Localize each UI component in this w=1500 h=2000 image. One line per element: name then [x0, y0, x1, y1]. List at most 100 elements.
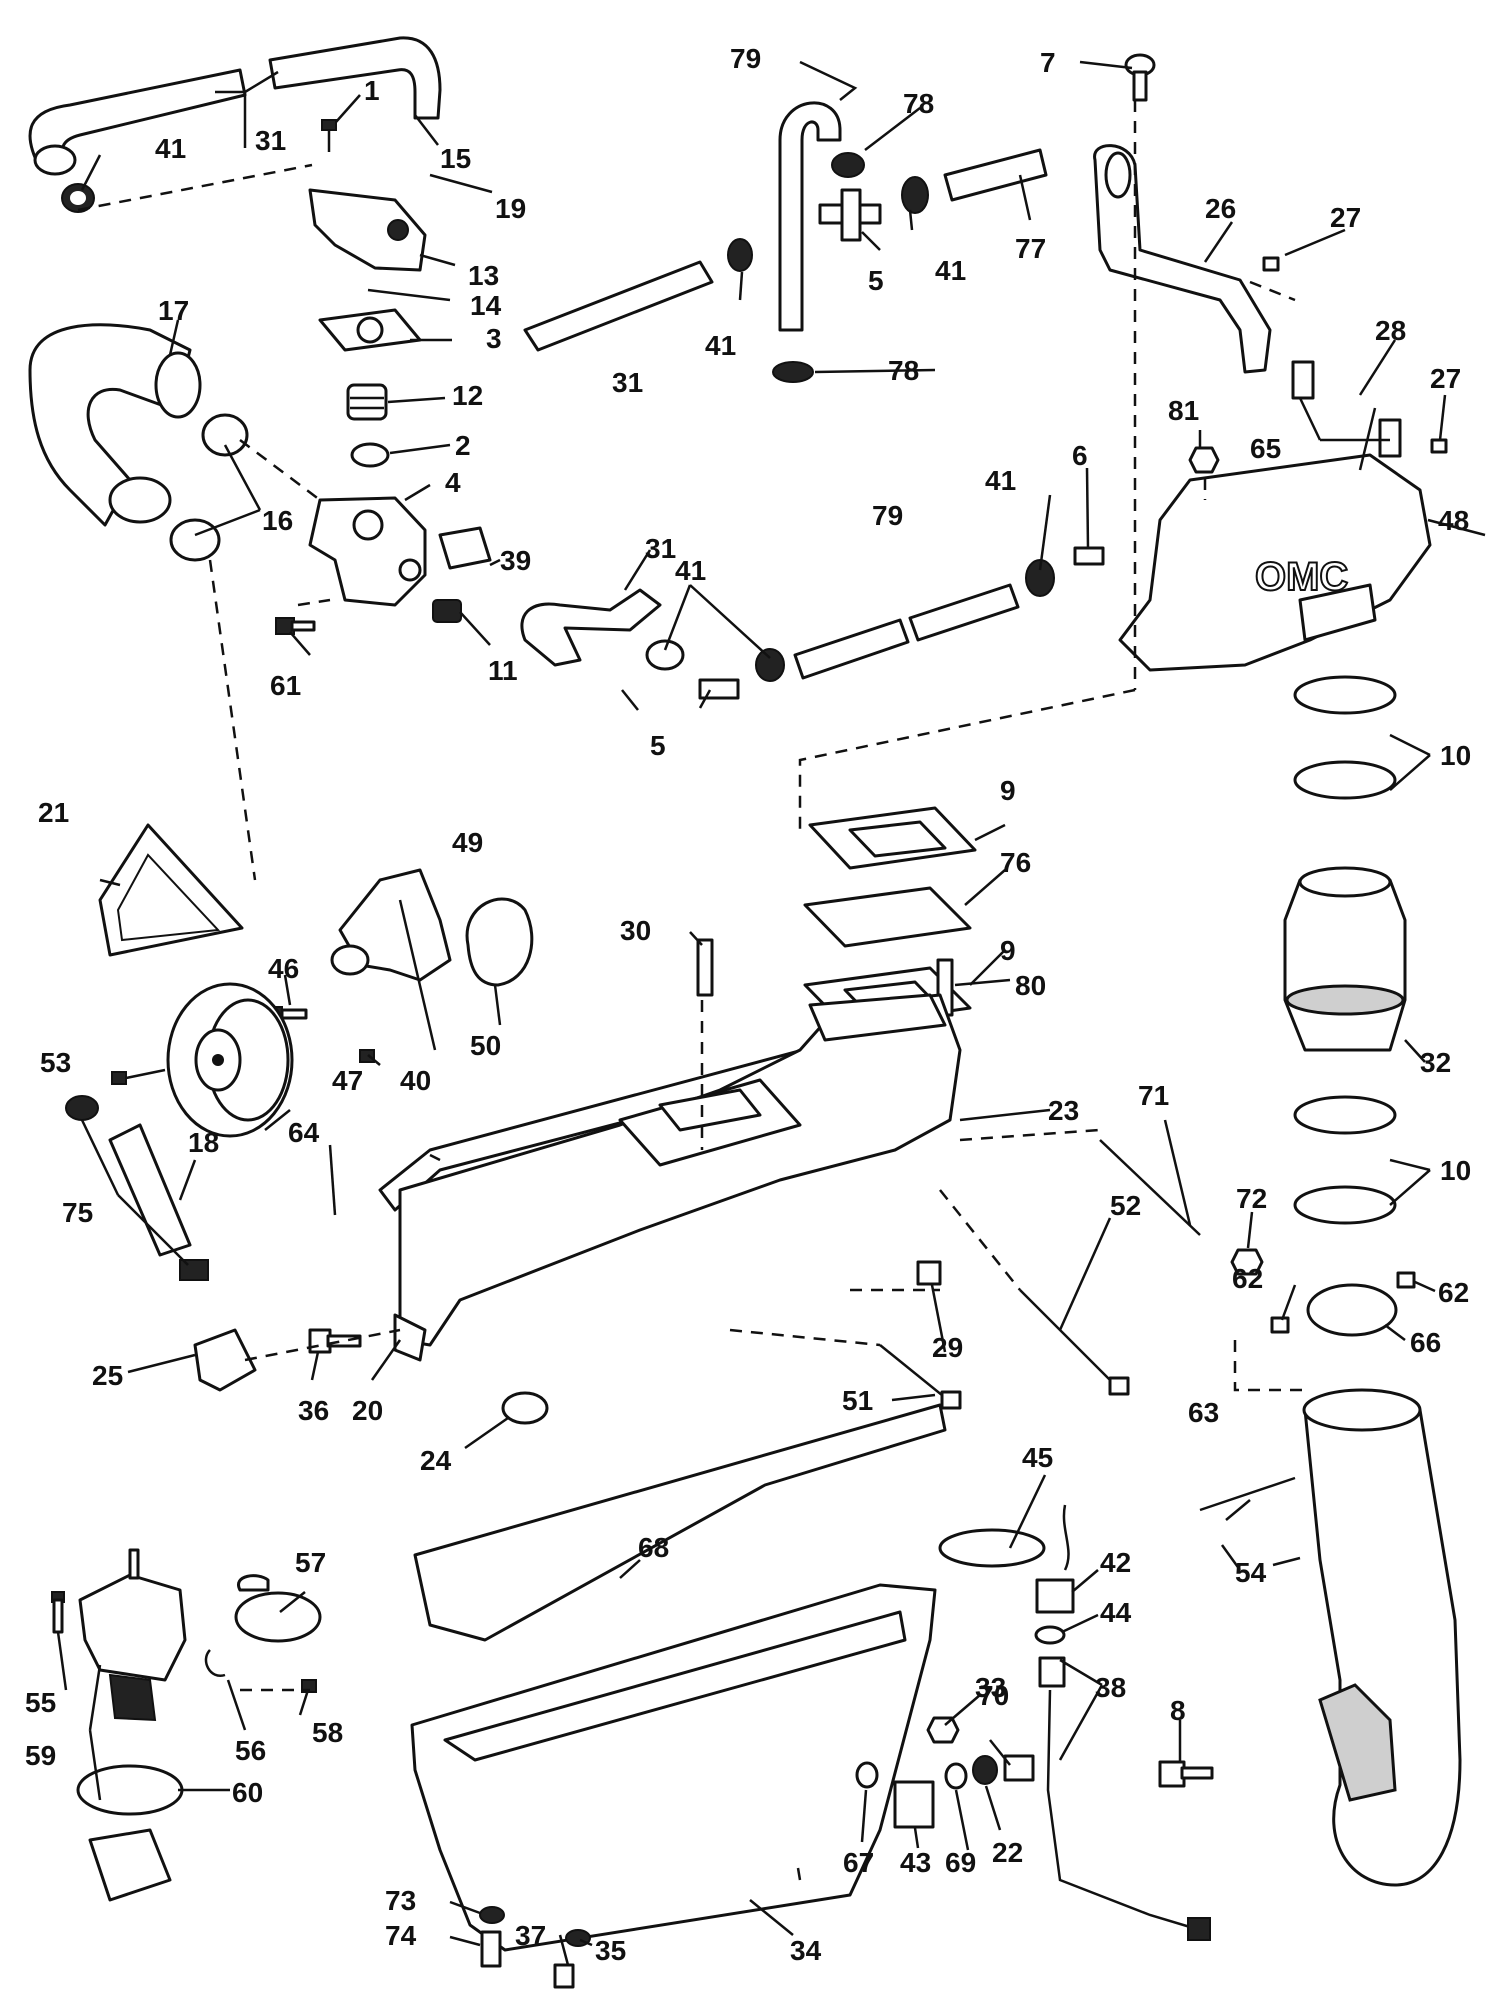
callout-9b: 9 — [1000, 935, 1016, 966]
callout-48: 48 — [1438, 505, 1469, 536]
fitting-5-lower — [698, 678, 740, 700]
callout-43: 43 — [900, 1847, 931, 1878]
callout-2: 2 — [455, 430, 471, 461]
callout-40: 40 — [400, 1065, 431, 1096]
hose-clamps-16 — [169, 413, 249, 562]
callout-5a: 5 — [868, 265, 884, 296]
callout-14: 14 — [470, 290, 502, 321]
clamps-10-upper — [1293, 675, 1397, 800]
tee-5-upper — [818, 188, 882, 242]
callout-29: 29 — [932, 1332, 963, 1363]
callout-22: 22 — [992, 1837, 1023, 1868]
callout-36: 36 — [298, 1395, 329, 1426]
callout-78a: 78 — [903, 88, 934, 119]
callout-31b: 31 — [612, 367, 643, 398]
callout-61: 61 — [270, 670, 301, 701]
callout-49: 49 — [452, 827, 483, 858]
stud-30 — [696, 938, 714, 997]
bolt-47 — [359, 1049, 375, 1063]
callout-18: 18 — [188, 1127, 219, 1158]
elbow-25 — [193, 1328, 257, 1392]
hose-77 — [943, 148, 1048, 202]
callout-54: 54 — [1235, 1557, 1267, 1588]
gasket-68 — [413, 1403, 947, 1642]
hose-31-middle — [523, 260, 714, 352]
callout-77: 77 — [1015, 233, 1046, 264]
callout-63: 63 — [1188, 1397, 1219, 1428]
pulley-64 — [166, 982, 294, 1138]
callout-1: 1 — [364, 75, 380, 106]
callout-13: 13 — [468, 260, 499, 291]
oil-sender-42-44 — [1034, 1504, 1075, 1688]
bolt-36 — [308, 1328, 362, 1354]
hose-clamp-41-left — [61, 183, 95, 213]
clamps-41-78-upper — [727, 152, 929, 383]
callout-76: 76 — [1000, 847, 1031, 878]
callout-labels: 1 2 3 4 5 5 6 7 8 9 9 10 10 11 12 13 14 … — [25, 43, 1471, 1966]
callout-66: 66 — [1410, 1327, 1441, 1358]
callout-75: 75 — [62, 1197, 93, 1228]
callout-37: 37 — [515, 1920, 546, 1951]
callout-41c: 41 — [935, 255, 966, 286]
callout-20: 20 — [352, 1395, 383, 1426]
callout-24: 24 — [420, 1445, 452, 1476]
callout-21: 21 — [38, 797, 69, 828]
callout-30: 30 — [620, 915, 651, 946]
callout-33: 33 — [975, 1672, 1006, 1703]
gasket-60 — [76, 1764, 184, 1816]
hoses-79-middle — [793, 583, 1020, 680]
screw-1 — [321, 119, 337, 152]
callout-71: 71 — [1138, 1080, 1169, 1111]
callout-46: 46 — [268, 953, 299, 984]
exhaust-elbow-48: OMC — [1118, 453, 1432, 672]
screen-57 — [234, 1574, 322, 1643]
callout-25: 25 — [92, 1360, 123, 1391]
callout-6: 6 — [1072, 440, 1088, 471]
drain-bolts-37-73-74-35 — [479, 1906, 591, 1989]
callout-9a: 9 — [1000, 775, 1016, 806]
callout-41d: 41 — [675, 555, 706, 586]
gasket-3 — [318, 308, 422, 352]
fitting-6 — [1073, 546, 1105, 566]
dipstick-38 — [1046, 1689, 1211, 1941]
plug-24 — [501, 1391, 549, 1425]
bolt-52 — [1019, 1289, 1130, 1396]
callout-11: 11 — [488, 655, 518, 686]
callout-73: 73 — [385, 1885, 416, 1916]
screw-55 — [51, 1591, 65, 1634]
drain-fittings — [855, 1716, 1035, 1829]
callout-68: 68 — [638, 1532, 669, 1563]
callout-35: 35 — [595, 1935, 626, 1966]
bolt-71 — [1099, 1139, 1201, 1236]
thermostat-12 — [346, 383, 388, 421]
brand-text: OMC — [1255, 555, 1348, 599]
callout-65: 65 — [1250, 433, 1281, 464]
clip-56 — [204, 1649, 226, 1678]
callout-78b: 78 — [888, 355, 919, 386]
hose-31-lower — [520, 588, 662, 667]
callout-44: 44 — [1100, 1597, 1132, 1628]
callout-69: 69 — [945, 1847, 976, 1878]
callout-81: 81 — [1168, 395, 1199, 426]
pin-63 — [1199, 1476, 1296, 1512]
callout-17: 17 — [158, 295, 189, 326]
callout-64: 64 — [288, 1117, 320, 1148]
callout-70: 70 — [978, 1680, 1009, 1711]
callout-12: 12 — [452, 380, 483, 411]
callout-32: 32 — [1420, 1047, 1451, 1078]
hose-17 — [28, 323, 202, 527]
bracket-26 — [1093, 144, 1272, 374]
callout-72: 72 — [1236, 1183, 1267, 1214]
bellows-32 — [1283, 866, 1407, 1052]
thermostat-housing-4 — [308, 496, 427, 607]
bolts-62 — [1270, 1271, 1416, 1334]
callout-58: 58 — [312, 1717, 343, 1748]
callout-3: 3 — [486, 323, 502, 354]
belt-21 — [98, 823, 244, 957]
callout-39: 39 — [500, 545, 531, 576]
plug-29 — [916, 1260, 942, 1286]
gasket-9-upper — [808, 806, 977, 870]
callout-50: 50 — [470, 1030, 501, 1061]
callout-60: 60 — [232, 1777, 263, 1808]
